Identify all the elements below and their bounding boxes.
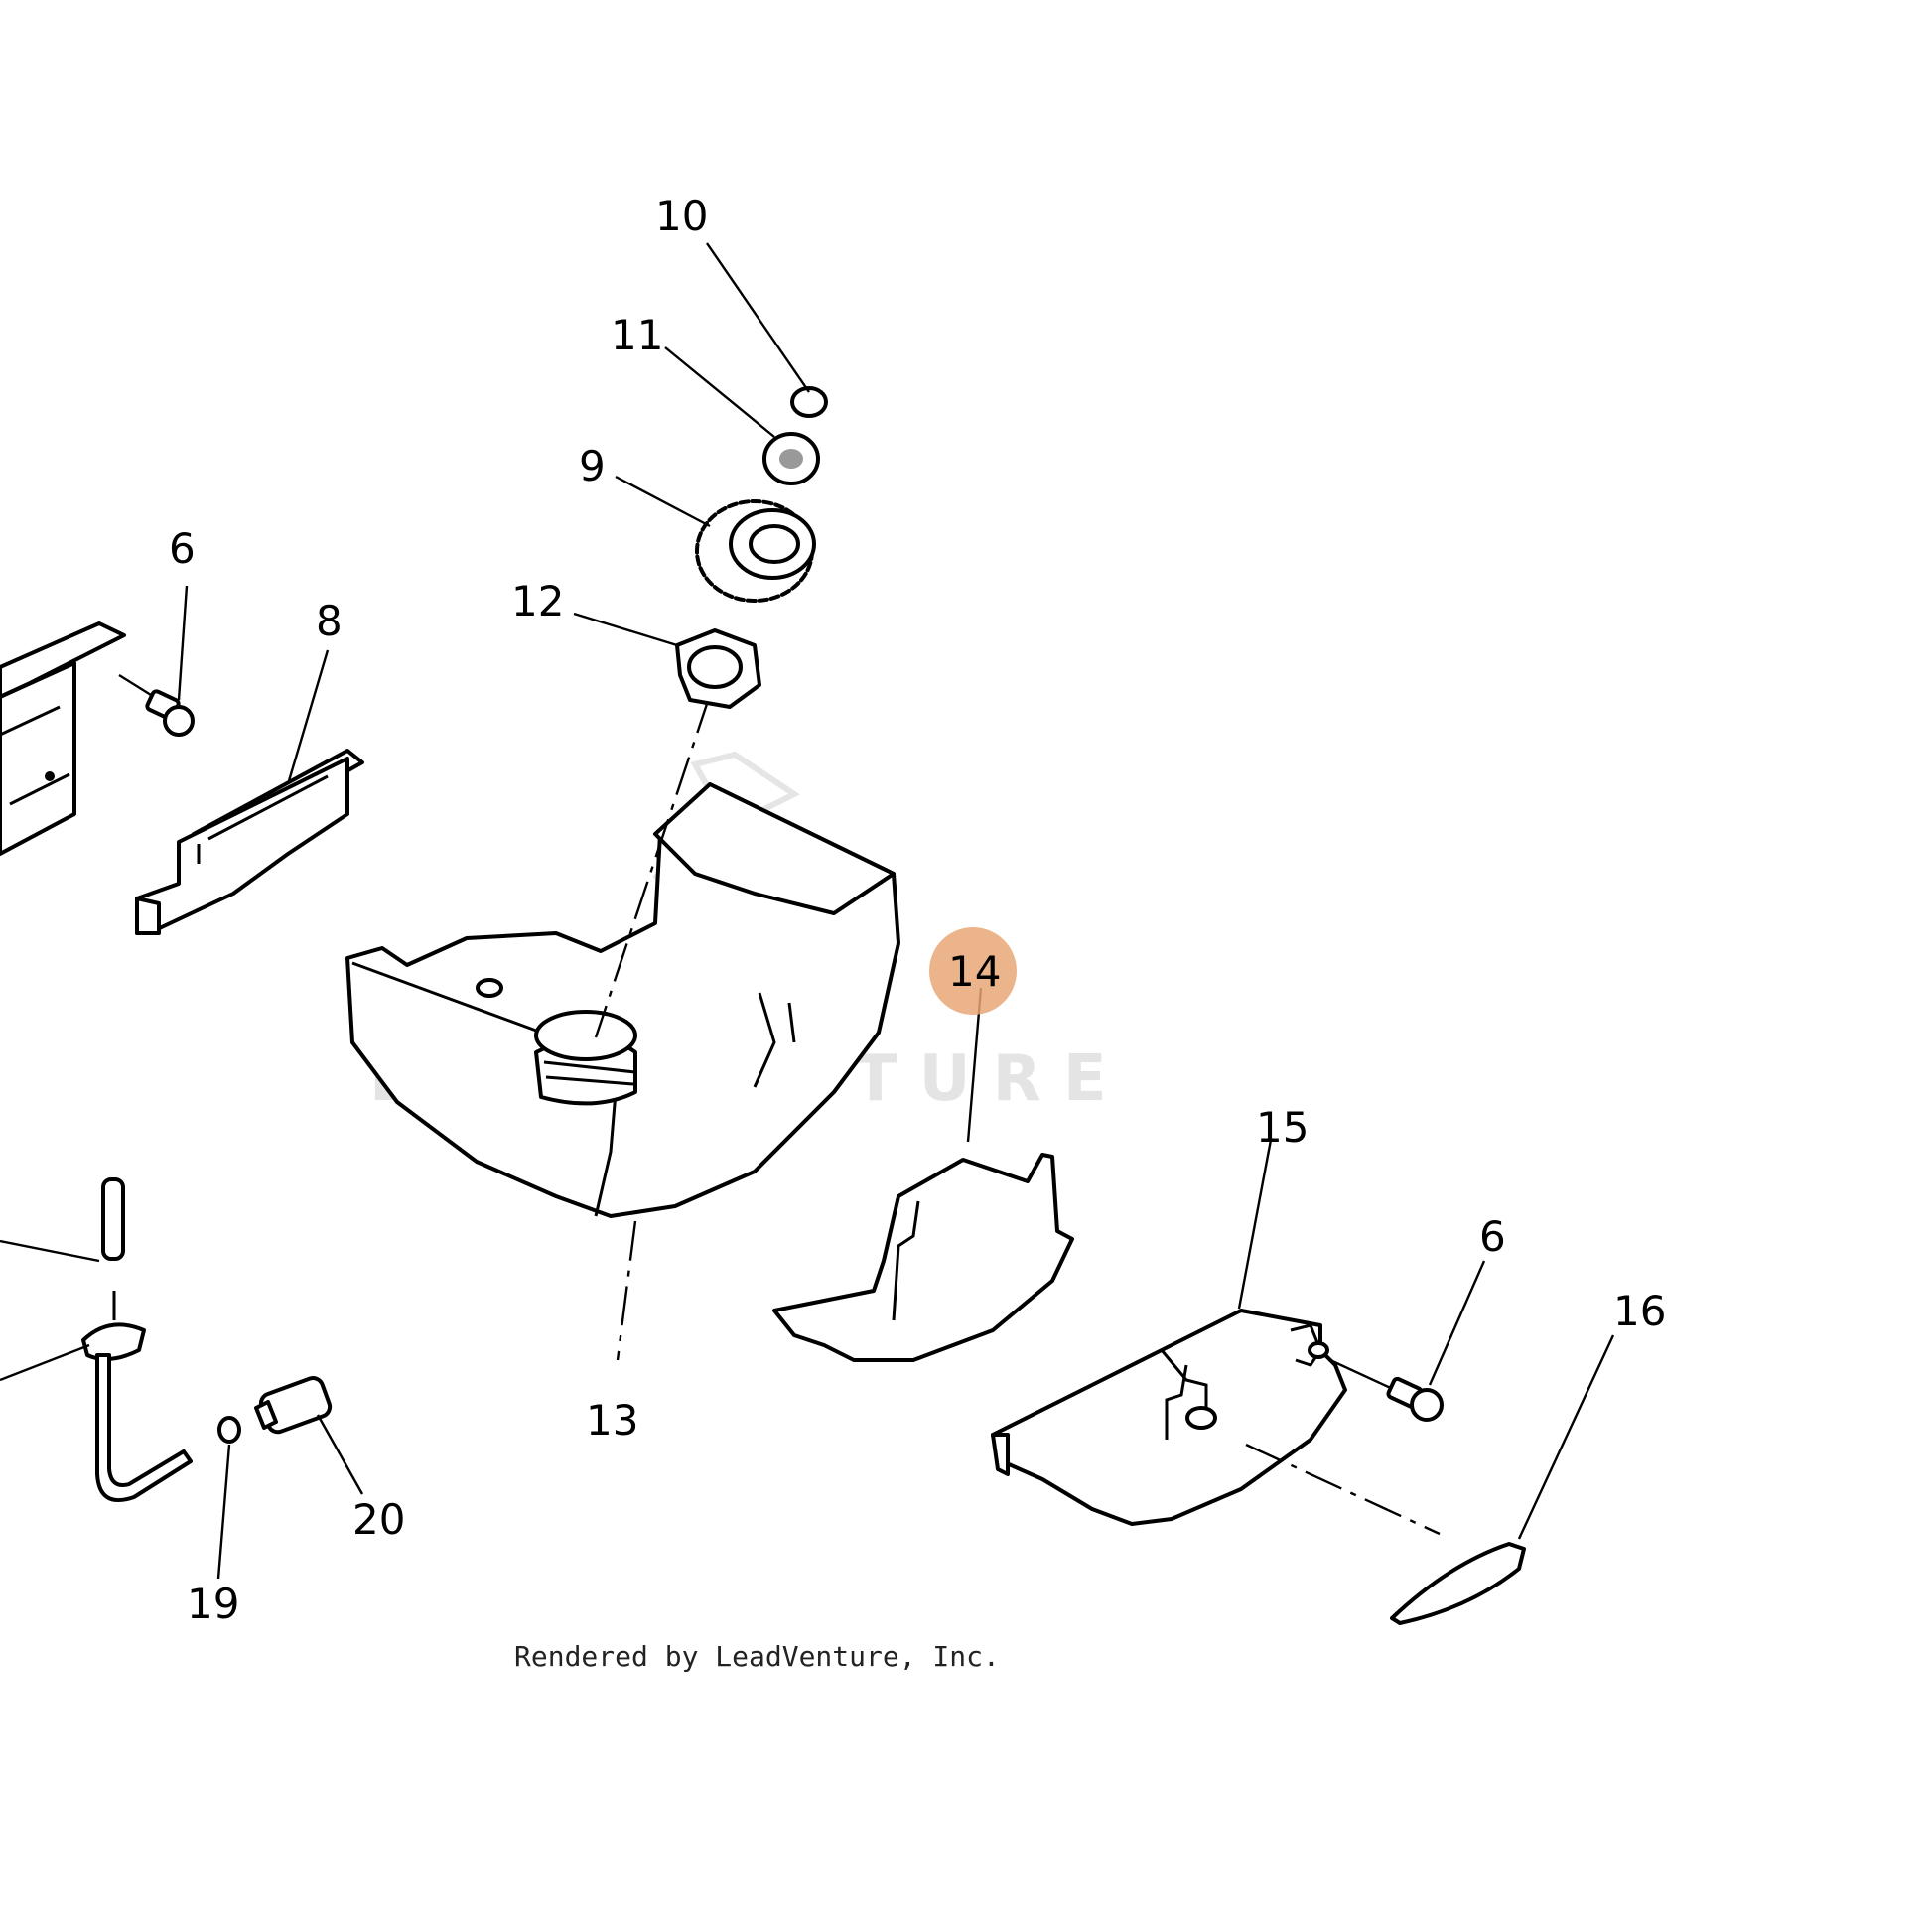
plate-14[interactable] xyxy=(772,1153,1074,1362)
emblem-16[interactable] xyxy=(1390,1542,1526,1625)
callout-14[interactable]: 14 xyxy=(948,947,1001,996)
callout-10[interactable]: 10 xyxy=(655,192,708,240)
nut-10[interactable] xyxy=(790,386,828,418)
callout-19[interactable]: 19 xyxy=(187,1580,239,1628)
cover-15[interactable] xyxy=(991,1309,1347,1526)
filter-20[interactable] xyxy=(254,1375,333,1435)
o-ring-19[interactable] xyxy=(217,1416,241,1444)
callout-15[interactable]: 15 xyxy=(1256,1103,1309,1152)
mounting-bracket-left[interactable] xyxy=(0,621,126,856)
callout-11[interactable]: 11 xyxy=(611,311,663,359)
bolt-6-upper[interactable] xyxy=(118,673,195,737)
gasket-12[interactable] xyxy=(675,628,761,709)
callout-12[interactable]: 12 xyxy=(511,577,564,625)
fuel-tank-13[interactable] xyxy=(345,782,900,1218)
bolt-6-lower[interactable] xyxy=(1329,1358,1444,1422)
callout-9[interactable]: 9 xyxy=(579,442,606,490)
callout-8[interactable]: 8 xyxy=(316,597,343,645)
callout-16[interactable]: 16 xyxy=(1613,1287,1666,1335)
callout-labels: 10 11 9 6 8 12 14 13 15 6 16 20 19 xyxy=(169,192,1666,1628)
callout-6-lower[interactable]: 6 xyxy=(1479,1212,1506,1261)
cap-9[interactable] xyxy=(695,499,816,603)
washer-11[interactable] xyxy=(762,432,820,485)
assembly-line-tank xyxy=(616,1220,637,1361)
callout-highlight-14[interactable] xyxy=(929,927,1017,1015)
callout-6-upper[interactable]: 6 xyxy=(169,524,196,573)
callout-20[interactable]: 20 xyxy=(352,1495,405,1544)
assembly-line-cover xyxy=(1245,1443,1441,1536)
callout-13[interactable]: 13 xyxy=(586,1396,638,1445)
fuel-line[interactable] xyxy=(0,1177,193,1503)
assembly-line-neck xyxy=(594,694,712,1038)
footer-credit: Rendered by LeadVenture, Inc. xyxy=(514,1640,1000,1673)
bracket-8[interactable] xyxy=(135,749,364,935)
